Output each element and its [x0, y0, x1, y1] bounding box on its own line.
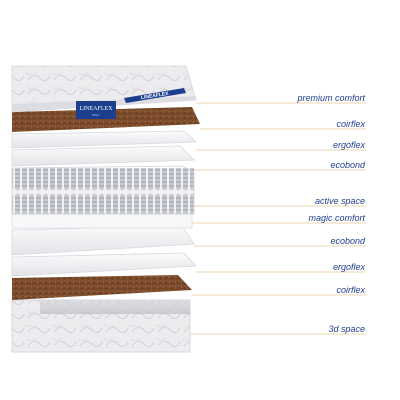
layer-ergoflex-bottom — [11, 252, 197, 277]
layer-coirflex-bottom — [12, 275, 192, 300]
label-coirflex-bottom: coirflex — [336, 285, 365, 295]
label-active-space: active space — [314, 196, 365, 206]
layer-ecobond-bottom — [11, 225, 195, 256]
label-magic-comfort: magic comfort — [308, 213, 365, 223]
brand-tape: LINEAFLEX — [124, 88, 186, 103]
brand-tape-text: LINEAFLEX — [141, 91, 170, 101]
layer-active-space — [11, 165, 195, 215]
label-coirflex-top: coirflex — [336, 119, 365, 129]
layer-ergoflex-top — [11, 130, 197, 149]
label-ecobond-top: ecobond — [330, 160, 365, 170]
brand-logo: LINEAFLEX ITALY — [76, 101, 116, 119]
layer-ecobond-top — [11, 145, 195, 167]
logo-subtext: ITALY — [92, 113, 100, 117]
label-ecobond-bottom: ecobond — [330, 236, 365, 246]
label-ergoflex-top: ergoflex — [332, 140, 365, 150]
layer-coirflex-top — [12, 107, 200, 132]
label-premium-comfort: premium comfort — [297, 93, 365, 103]
layer-3d-space — [11, 299, 191, 353]
leader-lines — [190, 102, 366, 335]
label-3d-space: 3d space — [328, 324, 365, 334]
label-ergoflex-bottom: ergoflex — [332, 262, 365, 272]
logo-text: LINEAFLEX — [80, 106, 114, 112]
layer-magic-comfort — [11, 213, 193, 229]
